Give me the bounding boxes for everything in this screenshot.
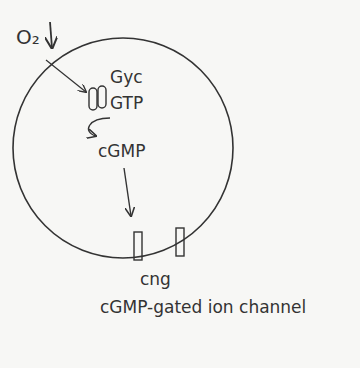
activation-arrow	[124, 168, 131, 216]
enzyme-symbol	[98, 86, 106, 108]
channel-description: cGMP-gated ion channel	[100, 298, 306, 317]
enzyme-label: Gyc	[110, 68, 143, 87]
diffusion-arrow	[46, 60, 86, 92]
product-label: cGMP	[98, 142, 145, 161]
enzyme-symbol	[89, 88, 97, 110]
channel-symbol	[134, 232, 142, 260]
cell-membrane	[13, 38, 233, 258]
oxygen-arrow	[50, 22, 52, 48]
reaction-arrow	[88, 118, 110, 136]
channel-symbol	[176, 228, 184, 256]
channel-label: cng	[140, 270, 171, 289]
gas-label: O₂	[16, 26, 40, 48]
substrate-label: GTP	[110, 94, 143, 113]
